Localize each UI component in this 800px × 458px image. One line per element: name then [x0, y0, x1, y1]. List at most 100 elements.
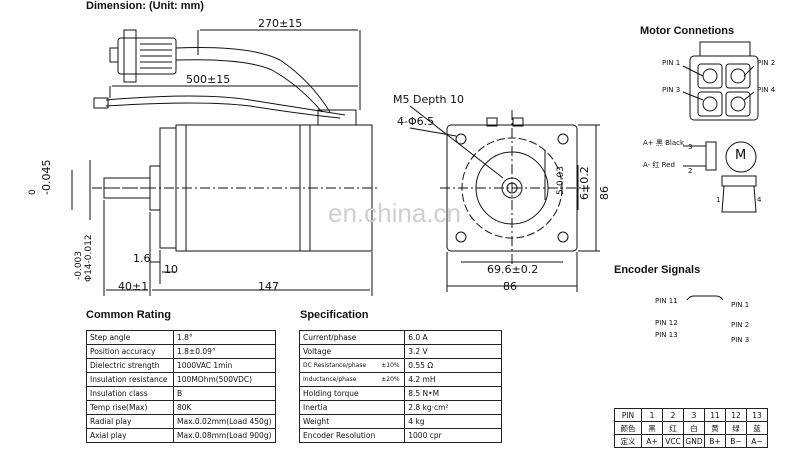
motor-connections-heading: Motor Connetions [640, 25, 735, 37]
spec-value: 0.55 Ω [404, 358, 503, 373]
motor-side-view [71, 29, 759, 300]
dim-86-horizontal: 86 [503, 280, 517, 293]
spec-name: Current/phase [299, 330, 379, 345]
table-row: Holding torque 8.5 N•M [299, 386, 503, 401]
dim-69-6: 69.6±0.2 [487, 263, 539, 276]
motor-pin2-label: PIN 2 [757, 59, 776, 67]
rating-value: 100MOhm(500VDC) [173, 372, 276, 387]
table-row: DC Resistance/phase±10%0.55 Ω [299, 358, 503, 373]
table-row: Encoder Resolution 1000 cpr [299, 428, 503, 443]
table-row: Inertia 2.8 kg·cm² [299, 400, 503, 415]
dimension-heading: Dimension: (Unit: mm) [86, 0, 204, 12]
coil-symbol [705, 141, 717, 171]
dim-pilot-diameter-tolerance: -0.003 [74, 250, 84, 280]
pin-cell: B+ [704, 434, 726, 448]
spec-value: 6.0 A [404, 330, 503, 345]
rating-name: Insulation class [86, 386, 174, 401]
spec-tolerance: ±20% [378, 372, 406, 387]
rating-name: Insulation resistance [86, 372, 174, 387]
pin-cell: A− [746, 434, 768, 448]
rating-value: 80K [173, 400, 276, 415]
rating-value: Max.0.08mm(Load 900g) [173, 428, 276, 443]
rating-value: 1.8±0.09° [173, 344, 276, 359]
pin-cell: 11 [704, 408, 726, 422]
specification-table: Current/phase 6.0 A Voltage 3.2 V DC Resis… [299, 330, 503, 443]
motor-symbol [725, 141, 757, 173]
rating-name: Dielectric strength [86, 358, 174, 373]
spec-value: 1000 cpr [404, 428, 503, 443]
dim-6: 6±0.2 [578, 166, 591, 200]
table-row: Current/phase 6.0 A [299, 330, 503, 345]
rating-name: Temp rise(Max) [86, 400, 174, 415]
rating-value: 1.8° [173, 330, 276, 345]
dim-40: 40±1 [118, 280, 149, 293]
table-row: Inductance/phase±20%4.2 mH [299, 372, 503, 387]
pin-cell: GND [683, 434, 705, 448]
rating-name: Radial play [86, 414, 174, 429]
spec-tolerance: ±10% [378, 358, 406, 373]
spec-value: 2.8 kg·cm² [404, 400, 503, 415]
coil-terminal-4: 4 [757, 196, 762, 204]
spec-value: 4.2 mH [404, 372, 503, 387]
pin-cell: 黄 [704, 421, 726, 435]
spec-tolerance [378, 414, 406, 429]
spec-tolerance [378, 386, 406, 401]
dim-mounting-holes: 4-Φ6.5 [397, 115, 435, 128]
rating-value: B [173, 386, 276, 401]
table-row: 颜色 黑 红 白 黄 绿 蓝 [614, 421, 768, 435]
encoder-pin13-label: PIN 13 [655, 331, 678, 339]
encoder-pin2-label: PIN 2 [731, 321, 750, 329]
table-row: 定义 A+ VCC GND B+ B− A− [614, 434, 768, 448]
coil-terminal-3: 3 [688, 143, 693, 151]
spec-value: 8.5 N•M [404, 386, 503, 401]
pin-cell: PIN [614, 408, 642, 422]
spec-value: 3.2 V [404, 344, 503, 359]
spec-tolerance [378, 428, 406, 443]
motor-connector-diagram [682, 41, 759, 213]
table-row: Voltage 3.2 V [299, 344, 503, 359]
dim-shaft-diameter: -0.045 [40, 159, 53, 195]
spec-name: Voltage [299, 344, 379, 359]
spec-name: DC Resistance/phase [299, 358, 379, 373]
dim-86-vertical: 86 [598, 186, 611, 200]
rating-name: Step angle [86, 330, 174, 345]
spec-name: Inertia [299, 400, 379, 415]
pin-cell: 13 [746, 408, 768, 422]
phase-a-plus-label: A+ 黑 Black [643, 139, 685, 147]
pin-cell: 定义 [614, 434, 642, 448]
pin-cell: 黑 [641, 421, 663, 435]
motor-symbol-label: M [735, 148, 747, 163]
encoder-pin12-label: PIN 12 [655, 319, 678, 327]
phase-a-minus-label: A- 红 Red [643, 161, 675, 169]
spec-tolerance [378, 330, 406, 345]
pin-cell: VCC [662, 434, 684, 448]
pin-cell: B− [725, 434, 747, 448]
encoder-connector-diagram [686, 295, 724, 300]
table-row: PIN 1 2 3 11 12 13 [614, 408, 768, 422]
spec-tolerance [378, 344, 406, 359]
pin-cell: 3 [683, 408, 705, 422]
spec-name: Encoder Resolution [299, 428, 379, 443]
pin-cell: 蓝 [746, 421, 768, 435]
motor-pin4-label: PIN 4 [757, 86, 776, 94]
motor-front-view [409, 105, 600, 292]
encoder-pin1-label: PIN 1 [731, 301, 750, 309]
common-rating-heading: Common Rating [86, 309, 171, 321]
table-row: Temp rise(Max)80K [86, 400, 276, 415]
encoder-pin11-label: PIN 11 [655, 297, 678, 305]
dim-cable-270: 270±15 [258, 17, 303, 30]
encoder-signals-heading: Encoder Signals [614, 264, 701, 276]
coil-terminal-2: 2 [688, 167, 693, 175]
pin-cell: 白 [683, 421, 705, 435]
pin-cell: 2 [662, 408, 684, 422]
spec-name: Holding torque [299, 386, 379, 401]
spec-name: Weight [299, 414, 379, 429]
encoder-pin-table: PIN 1 2 3 11 12 13 颜色 黑 红 白 黄 绿 蓝 定义 A+ … [614, 408, 768, 448]
